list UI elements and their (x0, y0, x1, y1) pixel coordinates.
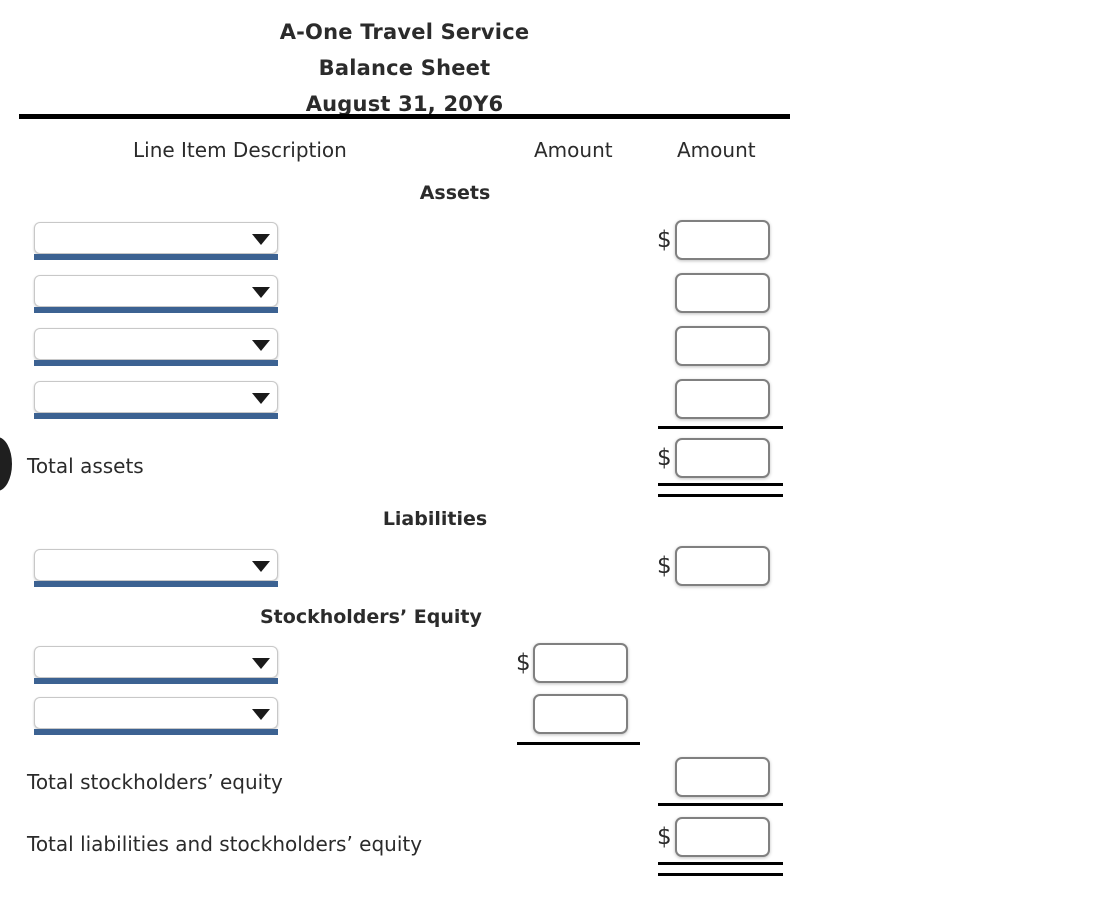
row-label-total-stockholders-equity: Total stockholders’ equity (27, 770, 283, 794)
total-liabilities-equity-double-rule (658, 862, 783, 876)
column-header-amount-1: Amount (534, 138, 613, 162)
currency-symbol-total-assets: $ (657, 445, 672, 471)
currency-symbol-equity-1: $ (516, 650, 531, 676)
asset-line-item-select-2[interactable] (34, 275, 278, 307)
chevron-down-icon (252, 561, 270, 572)
equity-amount-input-1[interactable] (533, 643, 628, 683)
chevron-down-icon (252, 234, 270, 245)
equity-line-item-select-1[interactable] (34, 646, 278, 678)
asset-select-underline-2 (34, 307, 278, 313)
header-divider (19, 114, 790, 119)
report-title-block: A-One Travel Service Balance Sheet Augus… (19, 14, 790, 122)
column-header-amount-2: Amount (677, 138, 756, 162)
asset-select-underline-4 (34, 413, 278, 419)
asset-line-item-select-4[interactable] (34, 381, 278, 413)
section-heading-liabilities: Liabilities (382, 508, 488, 530)
total-stockholders-equity-bottom-rule (658, 803, 783, 806)
chevron-down-icon (252, 340, 270, 351)
asset-select-underline-3 (34, 360, 278, 366)
section-heading-assets: Assets (419, 182, 491, 204)
currency-symbol-asset-1: $ (657, 227, 672, 253)
asset-select-underline-1 (34, 254, 278, 260)
total-assets-bottom-double-rule (658, 483, 783, 497)
equity-select-underline-1 (34, 678, 278, 684)
currency-symbol-liability-1: $ (657, 553, 672, 579)
total-assets-top-rule (658, 426, 783, 429)
column-header-description: Line Item Description (133, 138, 347, 162)
equity-line-item-select-2[interactable] (34, 697, 278, 729)
chevron-down-icon (252, 393, 270, 404)
asset-line-item-select-3[interactable] (34, 328, 278, 360)
clipped-circle-marker-icon (0, 437, 12, 491)
total-liabilities-and-stockholders-equity-input[interactable] (675, 817, 770, 857)
statement-name: Balance Sheet (318, 56, 491, 80)
asset-amount-input-4[interactable] (675, 379, 770, 419)
section-heading-stockholders-equity: Stockholders’ Equity (260, 606, 482, 628)
chevron-down-icon (252, 709, 270, 720)
asset-amount-input-1[interactable] (675, 220, 770, 260)
total-stockholders-equity-input[interactable] (675, 757, 770, 797)
row-label-total-assets: Total assets (27, 454, 144, 478)
company-name: A-One Travel Service (279, 20, 530, 44)
asset-amount-input-3[interactable] (675, 326, 770, 366)
equity-select-underline-2 (34, 729, 278, 735)
asset-amount-input-2[interactable] (675, 273, 770, 313)
currency-symbol-total-liab-equity: $ (657, 824, 672, 850)
liability-amount-input-1[interactable] (675, 546, 770, 586)
total-assets-input[interactable] (675, 438, 770, 478)
chevron-down-icon (252, 658, 270, 669)
asset-line-item-select-1[interactable] (34, 222, 278, 254)
liability-line-item-select-1[interactable] (34, 549, 278, 581)
equity-subtotal-rule (517, 742, 640, 745)
liability-select-underline-1 (34, 581, 278, 587)
chevron-down-icon (252, 287, 270, 298)
statement-date: August 31, 20Y6 (305, 92, 504, 116)
row-label-total-liabilities-and-stockholders-equity: Total liabilities and stockholders’ equi… (27, 832, 423, 856)
equity-amount-input-2[interactable] (533, 694, 628, 734)
